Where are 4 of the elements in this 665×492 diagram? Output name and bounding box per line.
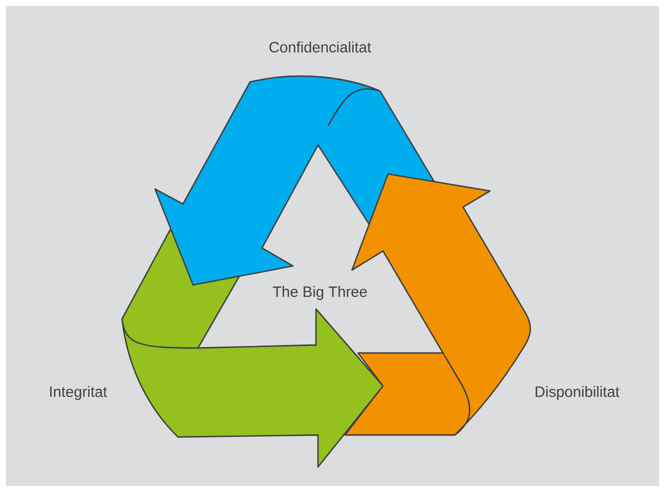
label: The Big Three — [272, 286, 367, 300]
label: Confidencialitat — [270, 42, 372, 52]
label: Integritat — [50, 386, 108, 400]
label: Disponibilitat — [536, 386, 620, 400]
